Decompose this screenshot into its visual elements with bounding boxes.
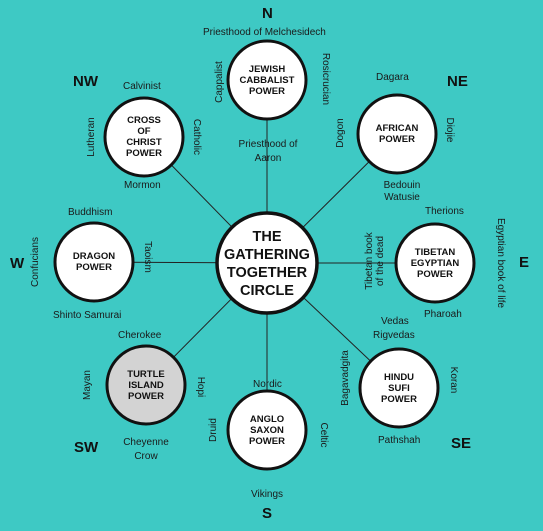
label-rigvedas: Rigvedas xyxy=(373,330,415,341)
node-circle-african xyxy=(356,93,438,175)
direction-ne: NE xyxy=(447,73,468,90)
node-circle-jewish xyxy=(226,39,308,121)
center-title: THE GATHERING TOGETHER CIRCLE xyxy=(224,229,310,299)
node-title-african: AFRICAN POWER xyxy=(375,123,419,145)
label-nordic: Nordic xyxy=(253,379,282,390)
direction-e: E xyxy=(519,254,530,271)
label-pathshah: Pathshah xyxy=(378,435,421,446)
center-circle xyxy=(215,211,319,315)
label-dagara: Dagara xyxy=(376,72,409,83)
direction-nw: NW xyxy=(73,73,98,90)
label-taoism: Taoism xyxy=(142,241,153,273)
label-vikings: Vikings xyxy=(251,489,284,500)
node-title-hindu: HINDU SUFI POWER xyxy=(381,372,417,405)
label-celtic: Celtic xyxy=(318,422,329,448)
node-title-cross: CROSS OF CHRIST POWER xyxy=(126,115,162,159)
label-cheyenne-crow: Cheyenne Crow xyxy=(123,437,169,462)
direction-sw: SW xyxy=(74,439,99,456)
node-circle-turtle xyxy=(105,344,187,426)
label-lutheran: Lutheran xyxy=(86,117,97,157)
direction-se: SE xyxy=(451,435,472,452)
node-circle-anglo xyxy=(226,389,308,471)
label-druid: Druid xyxy=(208,418,219,442)
node-title-tibetan: TIBETAN EGYPTIAN POWER xyxy=(410,247,460,280)
label-mayan: Mayan xyxy=(82,370,93,401)
node-circle-tibetan xyxy=(394,222,476,304)
label-tibetan-book: Tibetan book of the dead xyxy=(364,232,386,290)
node-circle-dragon xyxy=(53,221,135,303)
label-hopi: Hopi xyxy=(195,376,206,398)
direction-n: N xyxy=(262,5,273,22)
label-calvinist: Calvinist xyxy=(123,81,161,92)
label-bedouin-watusie: Bedouin Watusie xyxy=(383,180,421,203)
label-dogon: Dogon xyxy=(335,118,346,148)
label-diojie: Diojie xyxy=(444,117,455,143)
node-title-jewish: JEWISH CABBALIST POWER xyxy=(239,64,295,97)
label-confucians: Confucians xyxy=(30,236,41,288)
label-pharoah: Pharoah xyxy=(424,309,462,320)
label-bagavadgita: Bagavadgita xyxy=(340,350,351,406)
label-rosicrucian: Rosicrucian xyxy=(320,52,331,106)
label-priesthood-melchesidech: Priesthood of Melchesidech xyxy=(203,27,326,38)
label-buddhism: Buddhism xyxy=(68,207,113,218)
label-catholic: Catholic xyxy=(191,118,202,156)
node-circle-cross xyxy=(103,96,185,178)
label-mormon: Mormon xyxy=(124,180,161,191)
node-circle-hindu xyxy=(358,347,440,429)
direction-s: S xyxy=(262,505,273,522)
label-vedas: Vedas xyxy=(381,316,409,327)
node-title-anglo: ANGLO SAXON POWER xyxy=(249,414,285,447)
label-priesthood-aaron: Priesthood of Aaron xyxy=(238,139,298,164)
label-egyptian-book: Egyptian book of life xyxy=(495,217,506,309)
node-title-turtle: TURTLE ISLAND POWER xyxy=(127,369,165,402)
node-title-dragon: DRAGON POWER xyxy=(72,251,116,273)
label-cappalist: Cappalist xyxy=(214,61,225,103)
direction-w: W xyxy=(10,255,25,272)
label-cherokee: Cherokee xyxy=(118,330,162,341)
label-shinto-samurai: Shinto Samurai xyxy=(53,310,122,321)
label-therions: Therions xyxy=(425,206,464,217)
label-koran: Koran xyxy=(448,366,459,394)
